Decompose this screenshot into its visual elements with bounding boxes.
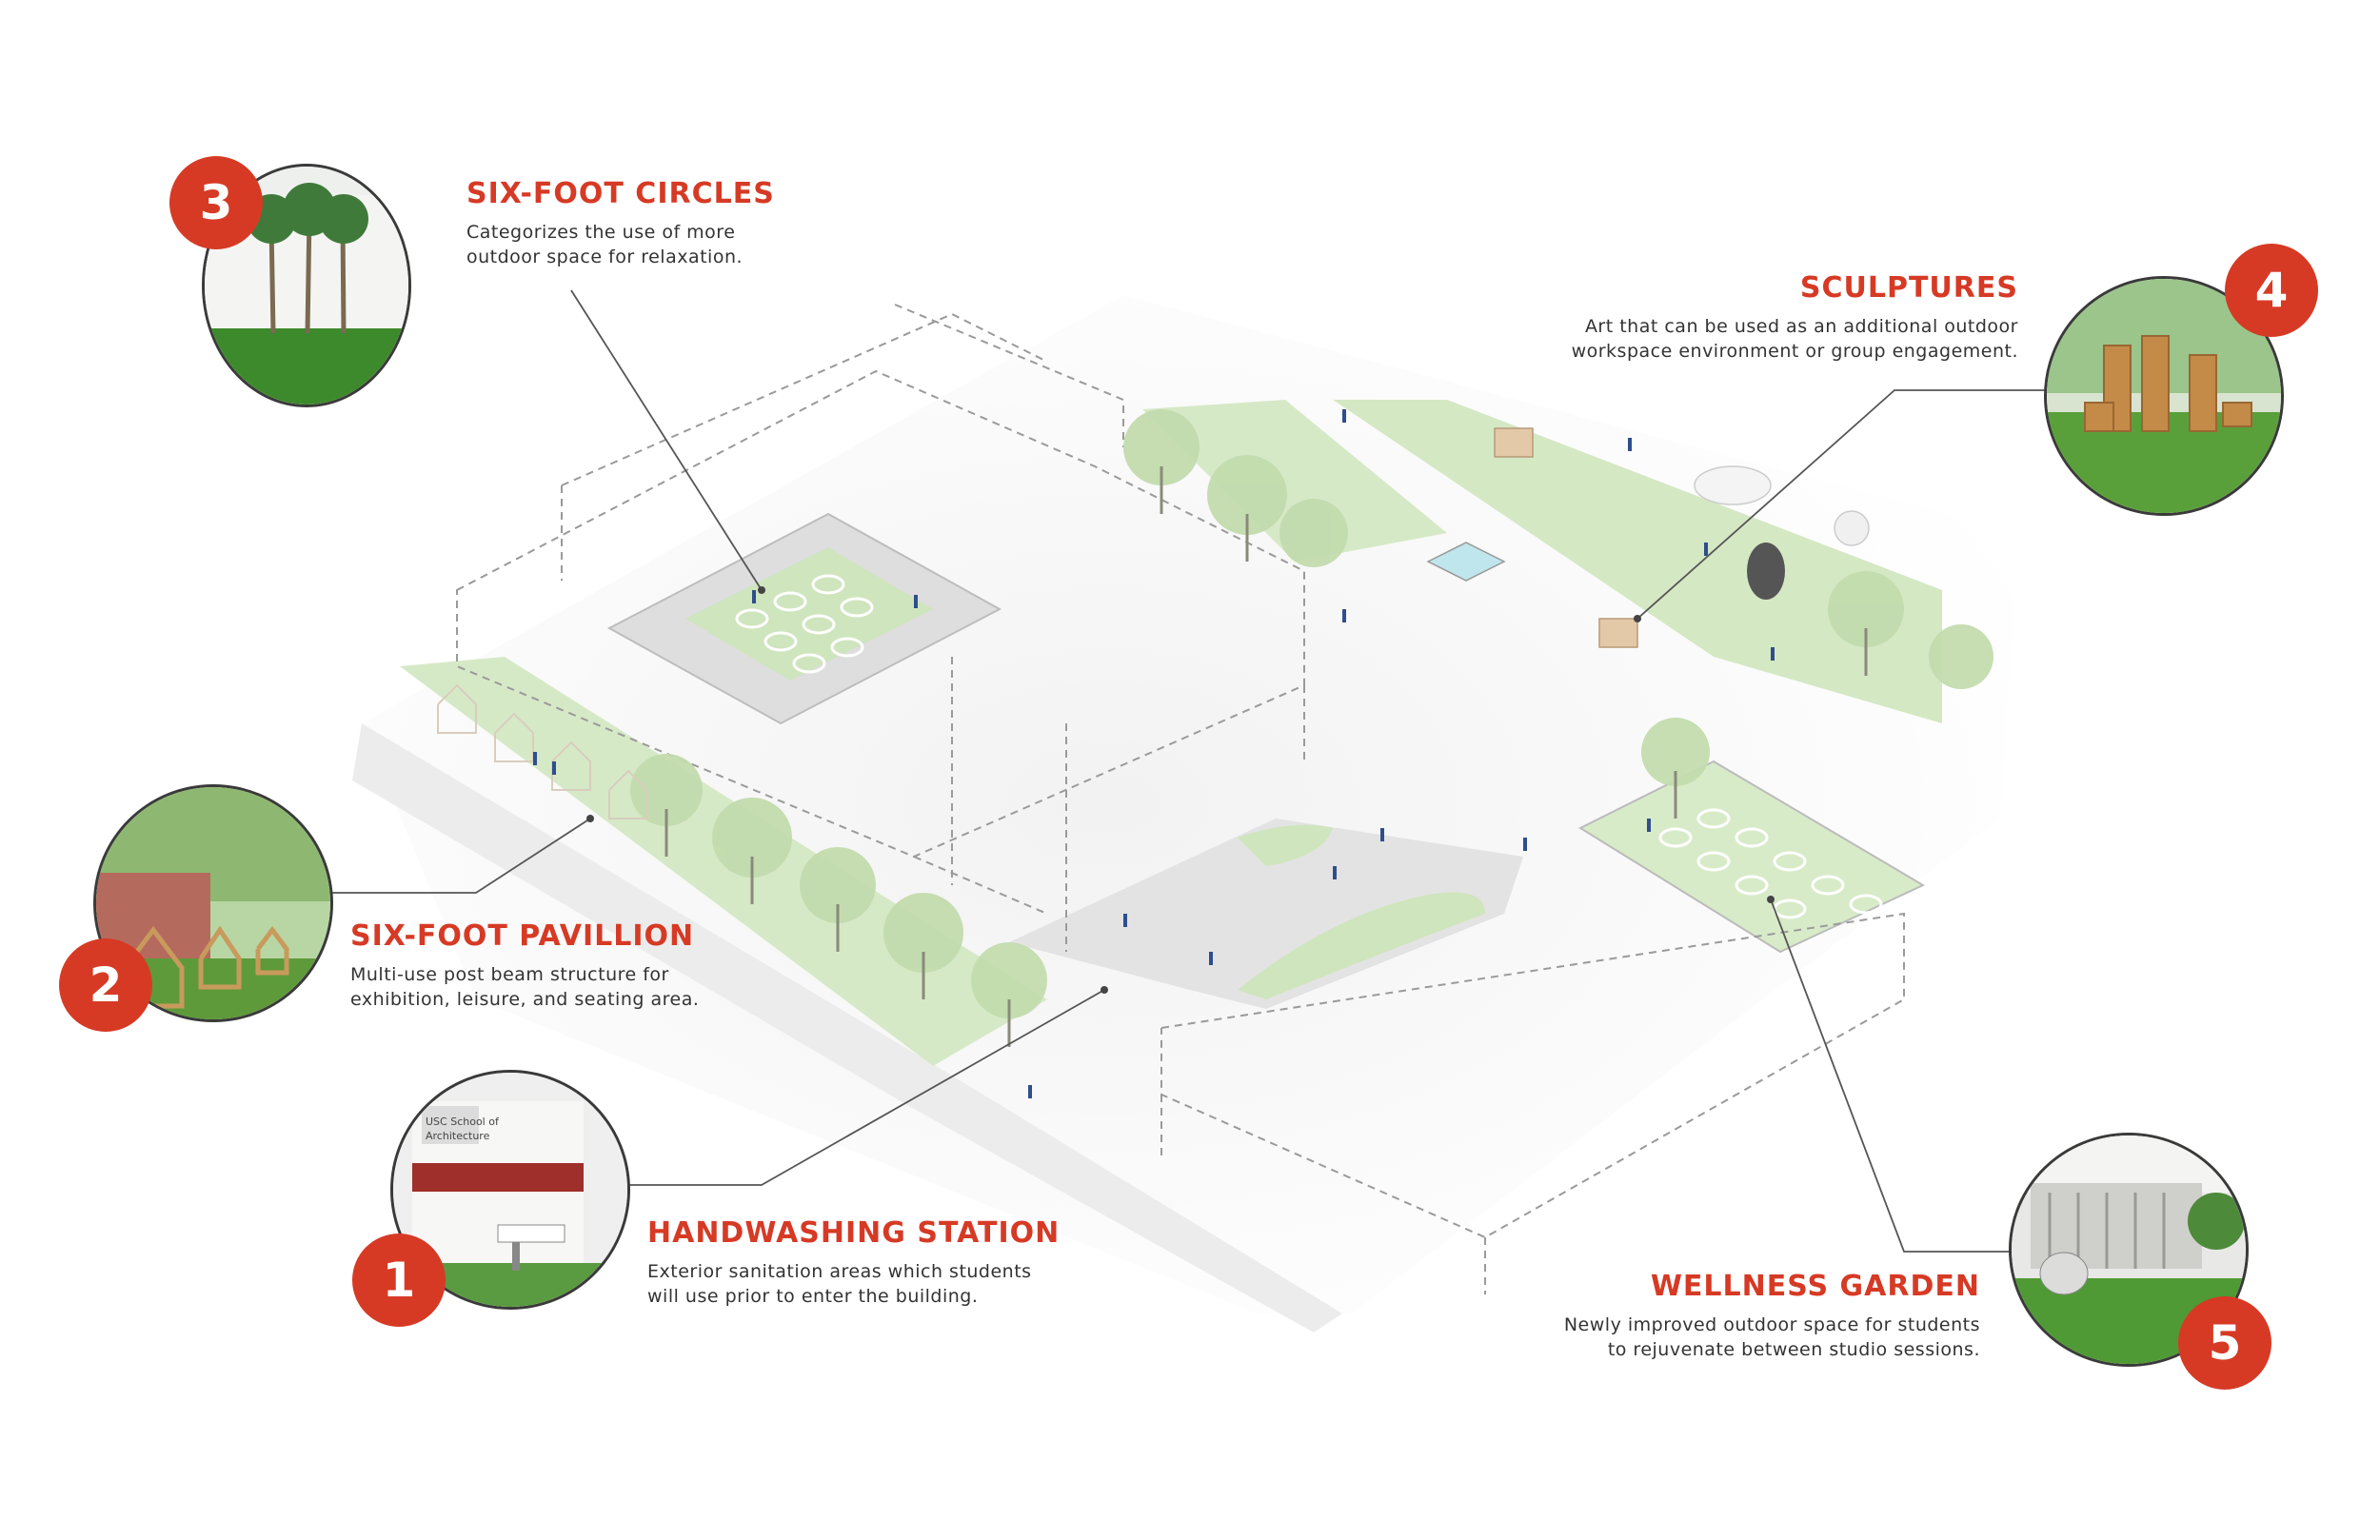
description-line: Exterior sanitation areas which students: [647, 1261, 1032, 1282]
building-outlines: [456, 304, 1905, 1294]
callout-title: SCULPTURES: [1799, 271, 2018, 305]
callout-title: SIX-FOOT PAVILLION: [350, 919, 695, 953]
badge-1: 1: [352, 1234, 446, 1327]
description-line: will use prior to enter the building.: [647, 1286, 979, 1307]
central-plaza: [1009, 819, 1523, 1009]
people: [533, 409, 1775, 1098]
courtyard-circles: [735, 574, 874, 674]
upper-right-lawn: [1333, 400, 1942, 723]
plaza-lawn-curve: [1238, 892, 1485, 999]
callout-title: WELLNESS GARDEN: [1650, 1270, 1980, 1303]
callout-handwashing-station: HANDWASHING STATION Exterior sanitation …: [647, 1216, 1060, 1309]
description-line: Art that can be used as an additional ou…: [1584, 316, 2018, 337]
badge-2: 2: [59, 938, 152, 1032]
pavilion-frames: [437, 683, 648, 819]
description-line: workspace environment or group engagemen…: [1571, 341, 2018, 362]
school-sign-line2: Architecture: [426, 1130, 490, 1142]
courtyard-lawn: [685, 547, 933, 681]
callout-description: Newly improved outdoor space for student…: [1564, 1313, 1980, 1362]
tree-row: [630, 409, 1993, 1018]
callout-title: HANDWASHING STATION: [647, 1216, 1061, 1250]
description-line: exhibition, leisure, and seating area.: [350, 989, 700, 1010]
badge-3: 3: [169, 156, 263, 249]
sidewalk-strip: [352, 723, 1342, 1333]
callout-description: Categorizes the use of more outdoor spac…: [466, 220, 775, 269]
sculpture-forms: [1494, 427, 1870, 648]
description-line: to rejuvenate between studio sessions.: [1607, 1339, 1980, 1360]
leader-1: [624, 989, 1105, 1186]
badge-4: 4: [2225, 244, 2318, 337]
leader-2: [328, 818, 591, 894]
callout-six-foot-circles: SIX-FOOT CIRCLES Categorizes the use of …: [466, 177, 775, 269]
top-lawn: [1142, 400, 1447, 562]
vignette-handwashing-station: USC School of Architecture: [390, 1070, 630, 1310]
leader-3: [570, 289, 763, 591]
vignette-wellness-garden: [2009, 1133, 2249, 1367]
school-sign-line1: USC School of: [426, 1116, 500, 1128]
plaza-lawn-small: [1238, 824, 1333, 866]
callout-description: Exterior sanitation areas which students…: [647, 1259, 1060, 1309]
description-line: Newly improved outdoor space for student…: [1563, 1314, 1980, 1335]
leader-4: [1636, 389, 2090, 620]
tree-trunks: [664, 466, 1868, 1047]
leader-5: [1770, 898, 2042, 1253]
description-line: Categorizes the use of more: [466, 222, 736, 243]
callout-description: Multi-use post beam structure for exhibi…: [350, 962, 699, 1012]
wellness-circles: [1658, 808, 1883, 919]
callout-six-foot-pavillion: SIX-FOOT PAVILLION Multi-use post beam s…: [350, 919, 699, 1012]
pool: [1426, 542, 1506, 582]
callout-wellness-garden: WELLNESS GARDEN Newly improved outdoor s…: [1564, 1270, 1980, 1362]
badge-5: 5: [2178, 1296, 2271, 1390]
description-line: Multi-use post beam structure for: [350, 964, 669, 985]
callout-description: Art that can be used as an additional ou…: [1572, 314, 2018, 364]
description-line: outdoor space for relaxation.: [466, 247, 744, 267]
callout-sculptures: SCULPTURES Art that can be used as an ad…: [1572, 271, 2018, 364]
callout-title: SIX-FOOT CIRCLES: [466, 177, 775, 210]
leader-lines: [328, 289, 2090, 1253]
